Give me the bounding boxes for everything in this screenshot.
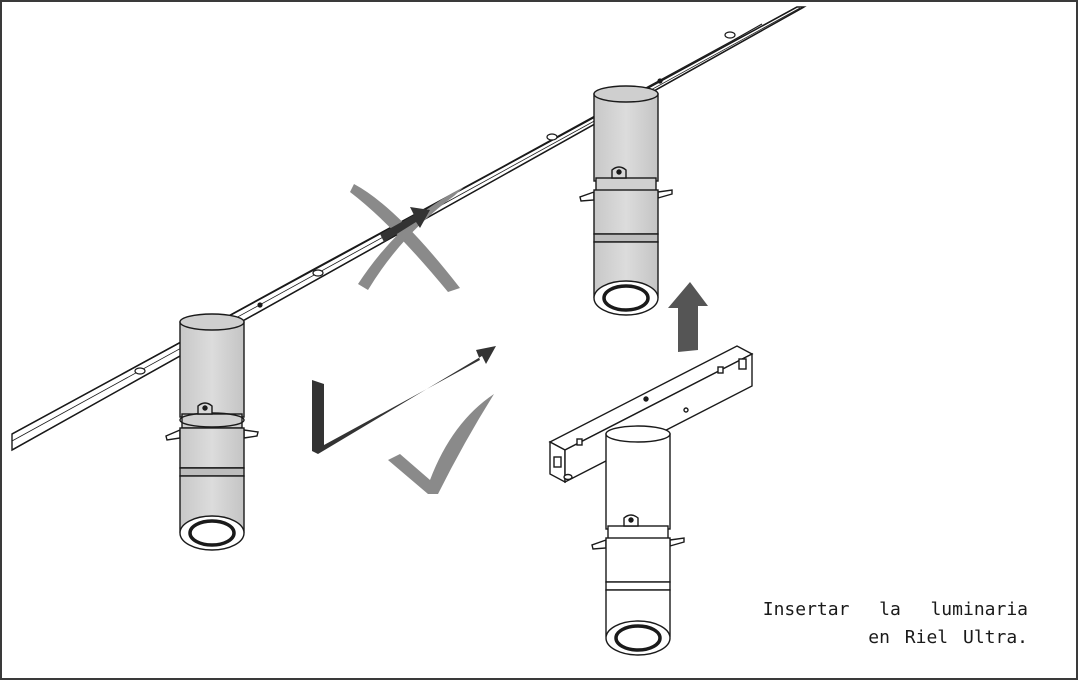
luminaire-mounted-left: [165, 313, 259, 551]
arrow-up-icon: [668, 282, 708, 352]
luminaire-inserted-right: [579, 85, 673, 316]
check-mark-icon: [388, 394, 494, 494]
cross-mark-icon: [350, 184, 464, 292]
luminaire-being-inserted: [591, 425, 685, 656]
rail-screws: [134, 31, 736, 375]
insertion-path-arrow-icon: [312, 346, 496, 454]
instruction-caption: Insertar la luminaria en Riel Ultra.: [688, 596, 1028, 652]
wrong-direction-arrow-icon: [380, 207, 430, 242]
caption-line-2: en Riel Ultra.: [868, 627, 1028, 648]
caption-line-1: Insertar la luminaria: [762, 599, 1028, 620]
